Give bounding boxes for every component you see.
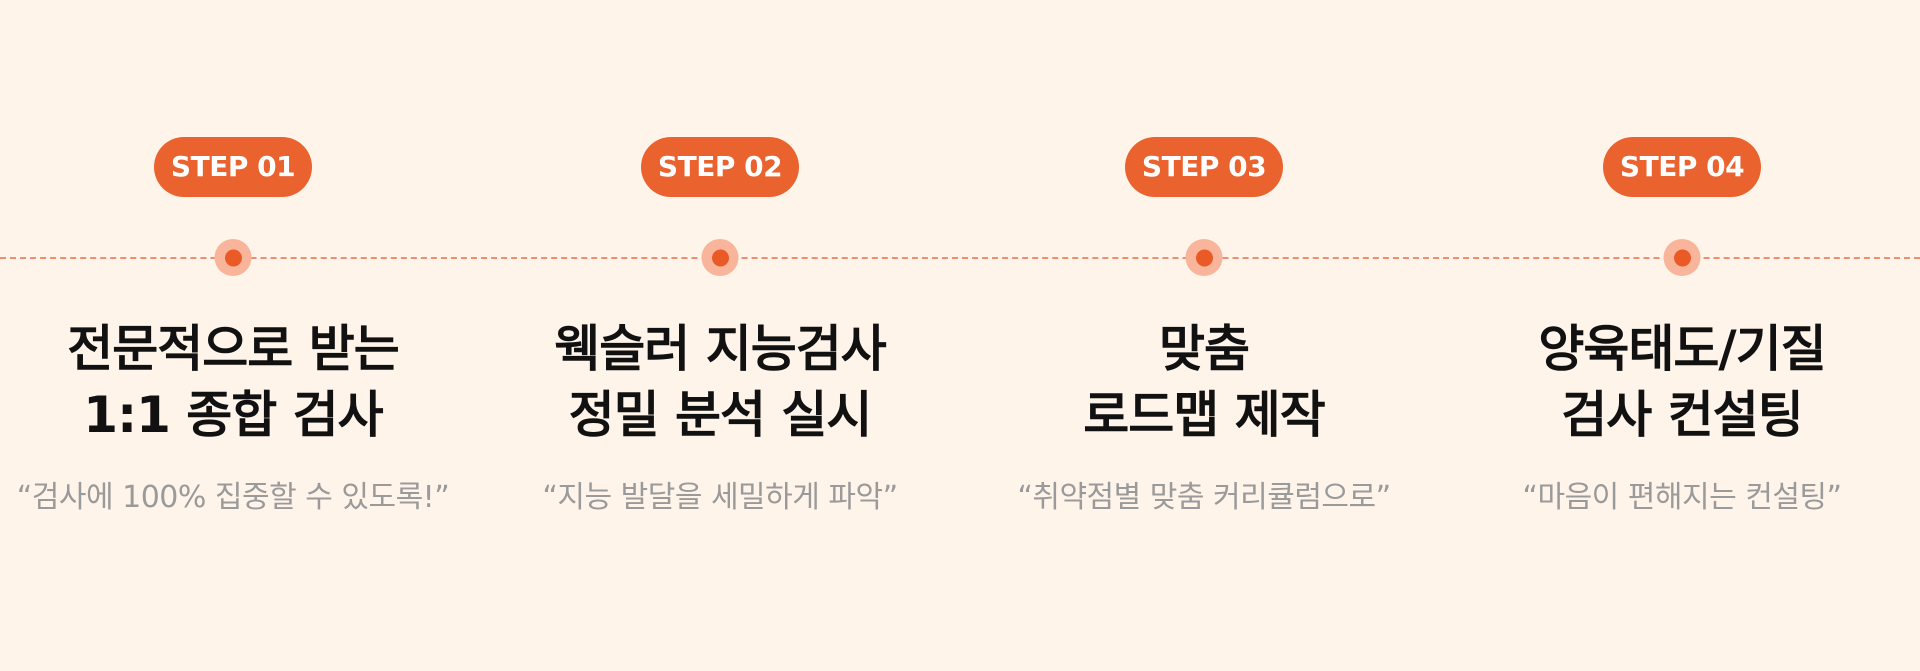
step-1-badge: STEP 01: [154, 137, 312, 197]
step-2-title-line-1: 웩슬러 지능검사: [554, 320, 886, 378]
step-2-timeline-dot-core: [711, 249, 729, 266]
step-4-title-line-1: 양육태도/기질: [1538, 320, 1826, 378]
step-1-title-line-1: 전문적으로 받는: [67, 320, 399, 378]
step-1-title: 전문적으로 받는 1:1 종합 검사: [3, 316, 463, 448]
step-1-timeline-dot-core: [224, 249, 242, 266]
step-3-quote: “취약점별 맞춤 커리큘럼으로”: [1017, 480, 1391, 515]
step-2-title: 웩슬러 지능검사 정밀 분석 실시: [490, 316, 950, 448]
step-1-quote: “검사에 100% 집중할 수 있도록!”: [16, 480, 450, 515]
step-2-quote: “지능 발달을 세밀하게 파악”: [542, 480, 898, 515]
step-3-title-line-1: 맞춤: [1159, 320, 1250, 378]
step-3-timeline-dot: [1185, 239, 1223, 276]
step-4-timeline-dot-core: [1673, 249, 1691, 266]
step-1-title-line-2: 1:1 종합 검사: [83, 386, 383, 444]
timeline-dashed-line: [0, 257, 1920, 259]
step-4-title-line-2: 검사 컨설팅: [1561, 386, 1803, 444]
step-2-title-line-2: 정밀 분석 실시: [568, 386, 873, 444]
step-3-title-line-2: 로드맵 제작: [1083, 386, 1325, 444]
step-4-title: 양육태도/기질 검사 컨설팅: [1452, 316, 1912, 448]
step-3-title: 맞춤 로드맵 제작: [974, 316, 1434, 448]
step-1-timeline-dot: [214, 239, 252, 276]
step-4-badge: STEP 04: [1603, 137, 1761, 197]
step-3-timeline-dot-core: [1195, 249, 1213, 266]
step-3-badge: STEP 03: [1125, 137, 1283, 197]
step-4-timeline-dot: [1663, 239, 1701, 276]
step-2-badge: STEP 02: [641, 137, 799, 197]
step-2-timeline-dot: [701, 239, 739, 276]
step-3: STEP 03 맞춤 로드맵 제작 “취약점별 맞춤 커리큘럼으로”: [974, 0, 1434, 671]
step-4: STEP 04 양육태도/기질 검사 컨설팅 “마음이 편해지는 컨설팅”: [1452, 0, 1912, 671]
step-1: STEP 01 전문적으로 받는 1:1 종합 검사 “검사에 100% 집중할…: [3, 0, 463, 671]
step-2: STEP 02 웩슬러 지능검사 정밀 분석 실시 “지능 발달을 세밀하게 파…: [490, 0, 950, 671]
step-4-quote: “마음이 편해지는 컨설팅”: [1522, 480, 1842, 515]
